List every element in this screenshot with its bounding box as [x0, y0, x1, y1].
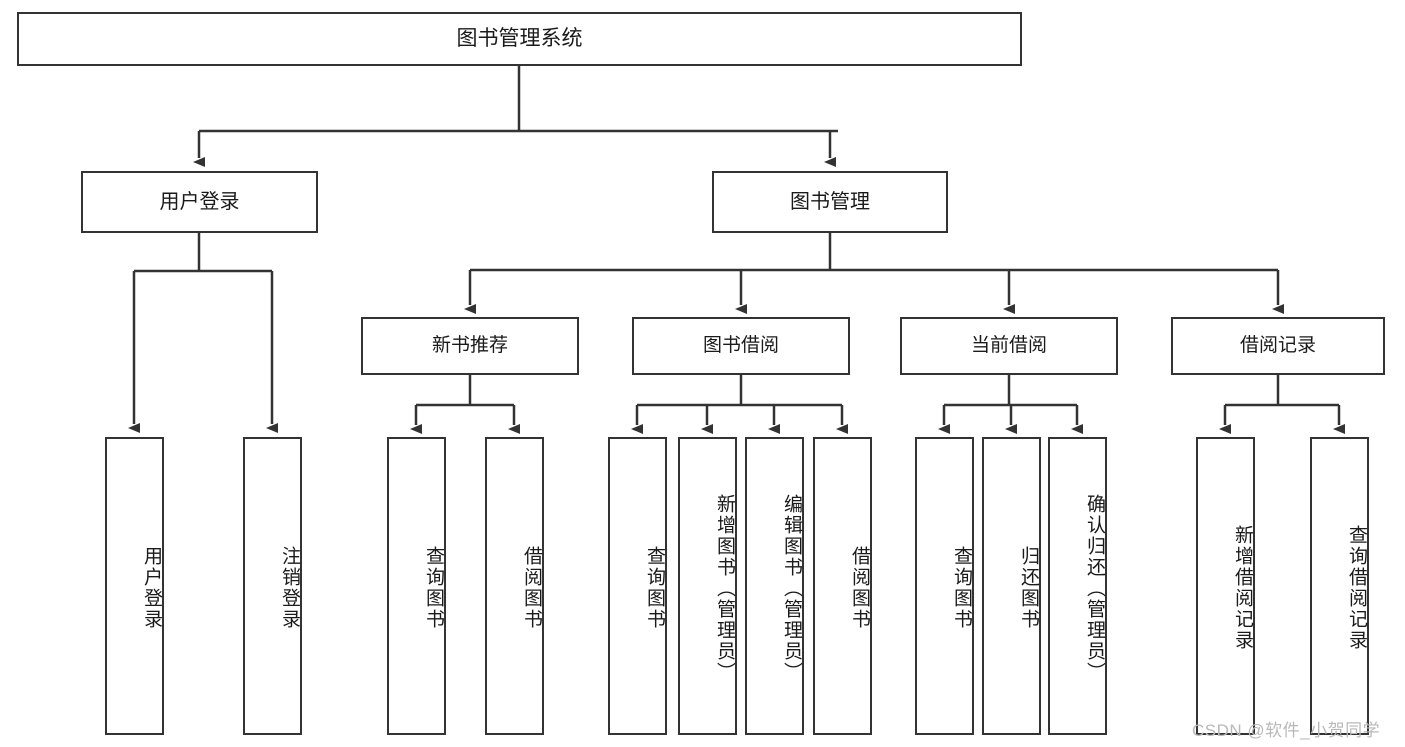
node-label: 查询图书	[423, 546, 444, 630]
node-label: 图书管理系统	[456, 26, 583, 50]
node-label: 用户登录	[141, 546, 162, 630]
node-label: 借阅图书	[849, 546, 870, 630]
csdn-watermark: CSDN @软件_小贺同学	[1192, 721, 1381, 740]
leaf-query-book-new[interactable]: 查询图书	[387, 437, 446, 735]
node-label: 查询图书	[951, 546, 972, 630]
leaf-query-book-borrow[interactable]: 查询图书	[608, 437, 667, 735]
node-book-management[interactable]: 图书管理	[712, 171, 948, 233]
node-label: 查询图书	[644, 546, 665, 630]
leaf-edit-book-admin[interactable]: 编辑图书（管理员）	[745, 437, 804, 735]
node-book-borrow[interactable]: 图书借阅	[632, 317, 850, 375]
node-current-borrow[interactable]: 当前借阅	[900, 317, 1118, 375]
leaf-return-book[interactable]: 归还图书	[982, 437, 1041, 735]
node-label: 确认归还（管理员）	[1084, 493, 1105, 683]
node-label: 新书推荐	[431, 335, 508, 357]
node-label: 当前借阅	[970, 335, 1047, 357]
node-user-login[interactable]: 用户登录	[81, 171, 318, 233]
leaf-logout[interactable]: 注销登录	[243, 437, 302, 735]
node-new-book-recommend[interactable]: 新书推荐	[361, 317, 579, 375]
leaf-borrow-book-new[interactable]: 借阅图书	[485, 437, 544, 735]
node-label: 编辑图书（管理员）	[781, 493, 802, 683]
leaf-user-login[interactable]: 用户登录	[105, 437, 164, 735]
node-label: 新增图书（管理员）	[714, 493, 735, 683]
node-label: 用户登录	[159, 190, 240, 213]
node-label: 新增借阅记录	[1232, 525, 1253, 651]
leaf-confirm-return-admin[interactable]: 确认归还（管理员）	[1048, 437, 1107, 735]
leaf-add-borrow-record[interactable]: 新增借阅记录	[1196, 437, 1255, 735]
node-label: 查询借阅记录	[1346, 525, 1367, 651]
leaf-query-book-current[interactable]: 查询图书	[915, 437, 974, 735]
leaf-borrow-book[interactable]: 借阅图书	[813, 437, 872, 735]
node-label: 归还图书	[1018, 546, 1039, 630]
node-root-system[interactable]: 图书管理系统	[17, 12, 1022, 66]
node-label: 借阅图书	[521, 546, 542, 630]
node-label: 图书借阅	[702, 335, 779, 357]
node-label: 注销登录	[279, 546, 300, 630]
node-label: 图书管理	[790, 190, 870, 213]
node-borrow-record[interactable]: 借阅记录	[1171, 317, 1385, 375]
leaf-add-book-admin[interactable]: 新增图书（管理员）	[678, 437, 737, 735]
node-label: 借阅记录	[1239, 335, 1316, 357]
leaf-query-borrow-record[interactable]: 查询借阅记录	[1310, 437, 1369, 735]
